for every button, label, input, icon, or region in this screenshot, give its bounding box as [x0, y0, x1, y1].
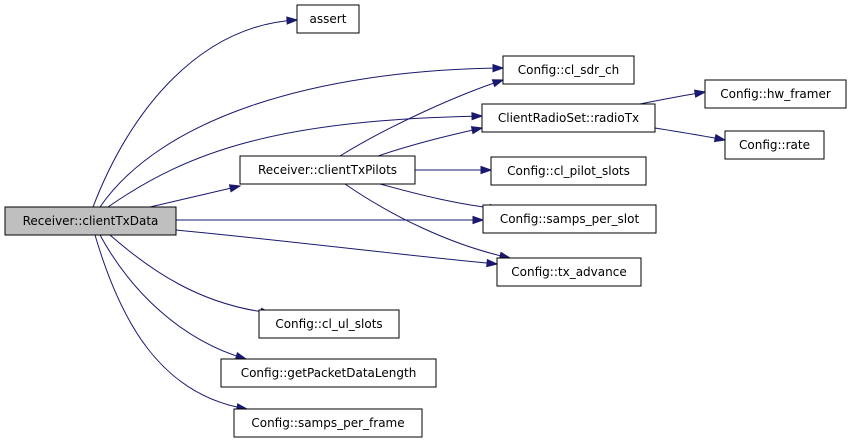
edge-receiver-clienttxpilots-to-config-samps-per-slot	[379, 183, 502, 213]
node-config-cl-ul-slots[interactable]: Config::cl_ul_slots	[258, 309, 400, 339]
node-label: ClientRadioSet::radioTx	[498, 111, 639, 125]
node-label: Config::rate	[739, 138, 810, 152]
edge-receiver-clienttxdata-to-config-cl-sdr-ch	[99, 63, 505, 208]
edge-receiver-clienttxdata-to-assert	[92, 16, 299, 208]
node-label: Config::tx_advance	[511, 265, 626, 279]
edge-receiver-clienttxdata-to-config-tx-advance	[175, 229, 499, 268]
edge-receiver-clienttxdata-to-receiver-clienttxpilots	[149, 184, 242, 208]
node-config-rate[interactable]: Config::rate	[724, 130, 825, 160]
node-label: Config::cl_sdr_ch	[518, 63, 620, 77]
edge-receiver-clienttxdata-to-config-cl-ul-slots	[109, 234, 273, 316]
node-receiver-clienttxpilots[interactable]: Receiver::clientTxPilots	[239, 155, 416, 185]
node-label: Config::cl_ul_slots	[275, 317, 382, 331]
edge-line	[94, 234, 248, 410]
edge-line	[149, 185, 241, 208]
edge-receiver-clienttxpilots-to-config-cl-pilot-slots	[415, 165, 493, 175]
edge-line	[379, 183, 501, 210]
node-label: Config::getPacketDataLength	[241, 366, 417, 380]
arrowhead	[491, 79, 505, 88]
node-assert[interactable]: assert	[296, 4, 360, 34]
arrowhead	[480, 165, 493, 175]
arrowhead	[228, 184, 242, 193]
edge-line	[654, 127, 726, 141]
edge-receiver-clienttxdata-to-clientradioset-radiotx	[107, 112, 484, 208]
node-box	[296, 4, 360, 34]
node-box	[724, 130, 825, 160]
edge-line	[92, 19, 298, 208]
edge-line	[107, 115, 483, 208]
node-box	[4, 206, 177, 236]
node-config-getpacketdatalength[interactable]: Config::getPacketDataLength	[220, 358, 437, 388]
node-label: Receiver::clientTxPilots	[258, 163, 397, 177]
node-config-cl-sdr-ch[interactable]: Config::cl_sdr_ch	[502, 55, 635, 85]
node-clientradioset-radiotx[interactable]: ClientRadioSet::radioTx	[481, 103, 656, 133]
node-box	[220, 358, 437, 388]
node-box	[704, 79, 847, 109]
node-config-tx-advance[interactable]: Config::tx_advance	[496, 257, 642, 287]
arrowhead	[471, 112, 484, 121]
node-config-samps-per-frame[interactable]: Config::samps_per_frame	[233, 408, 423, 438]
edge-line	[339, 79, 504, 157]
edge-line	[109, 234, 272, 314]
node-config-cl-pilot-slots[interactable]: Config::cl_pilot_slots	[490, 156, 647, 186]
arrowhead	[492, 63, 505, 73]
node-box	[481, 103, 656, 133]
edge-line	[99, 67, 504, 208]
arrowhead	[470, 126, 484, 135]
node-box	[502, 55, 635, 85]
node-label: Receiver::clientTxData	[23, 214, 159, 228]
edge-clientradioset-radiotx-to-config-rate	[654, 127, 727, 143]
node-box	[496, 257, 642, 287]
node-receiver-clienttxdata[interactable]: Receiver::clientTxData	[4, 206, 177, 236]
arrowhead	[693, 89, 707, 98]
node-box	[482, 204, 657, 234]
arrowhead	[713, 133, 727, 143]
arrowhead	[472, 215, 485, 225]
node-box	[239, 155, 416, 185]
node-label: assert	[310, 12, 347, 26]
node-label: Config::samps_per_slot	[500, 212, 640, 226]
node-layer: Receiver::clientTxData assertConfig::cl_s…	[4, 4, 847, 438]
edge-line	[99, 234, 247, 360]
node-box	[233, 408, 423, 438]
arrowhead	[486, 258, 499, 268]
node-box	[490, 156, 647, 186]
node-config-samps-per-slot[interactable]: Config::samps_per_slot	[482, 204, 657, 234]
node-label: Config::cl_pilot_slots	[507, 164, 630, 178]
node-config-hw-framer[interactable]: Config::hw_framer	[704, 79, 847, 109]
node-label: Config::samps_per_frame	[251, 416, 404, 430]
edge-line	[377, 127, 483, 157]
node-label: Config::hw_framer	[720, 87, 831, 101]
edge-line	[175, 229, 498, 265]
edge-receiver-clienttxdata-to-config-samps-per-slot	[176, 215, 485, 225]
edge-line	[344, 183, 511, 259]
edge-clientradioset-radiotx-to-config-hw-framer	[639, 89, 707, 105]
edge-receiver-clienttxpilots-to-config-cl-sdr-ch	[339, 79, 505, 157]
node-box	[258, 309, 400, 339]
edge-receiver-clienttxdata-to-config-getpacketdatalength	[99, 234, 248, 361]
edge-receiver-clienttxpilots-to-clientradioset-radiotx	[377, 126, 484, 157]
arrowhead	[286, 16, 299, 25]
